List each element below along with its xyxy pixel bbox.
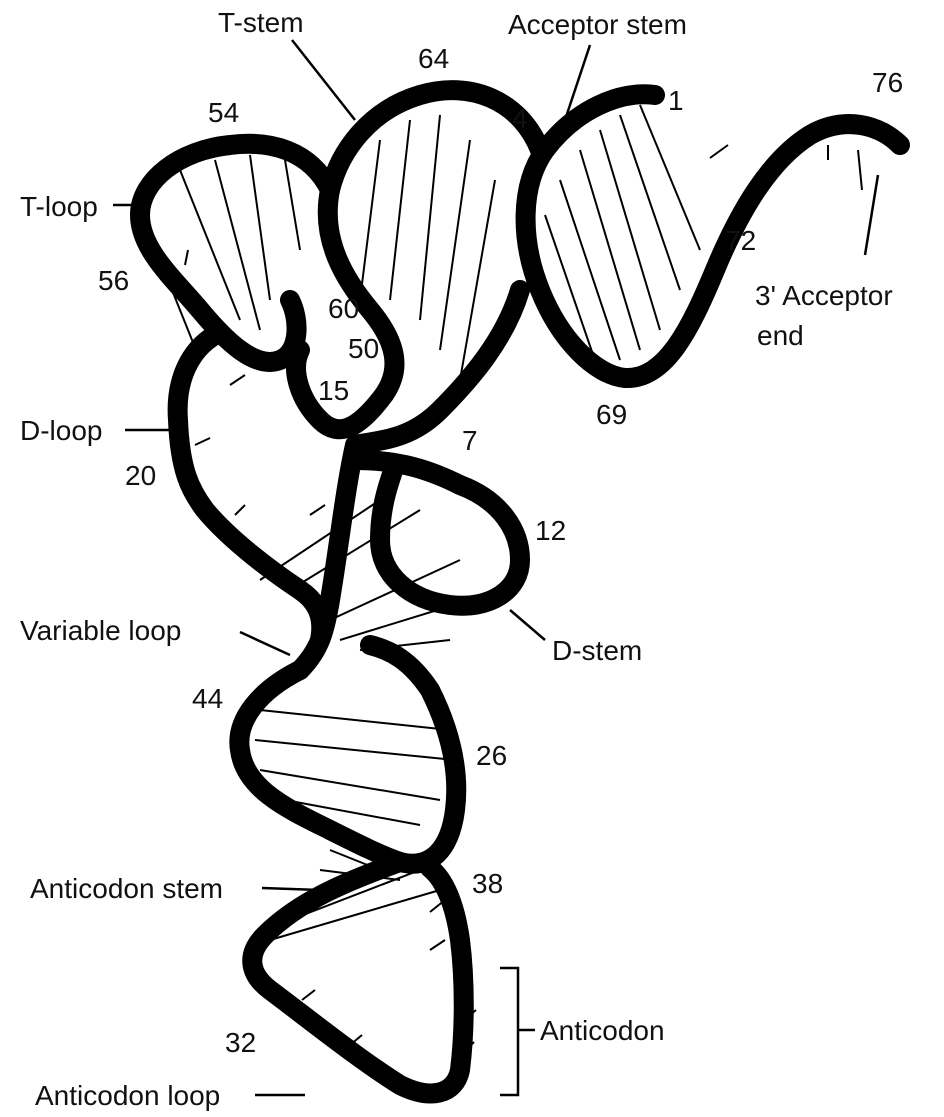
num-4: 4 bbox=[512, 103, 528, 134]
label-t-stem: T-stem bbox=[218, 7, 304, 38]
num-32: 32 bbox=[225, 1027, 256, 1058]
d-stem-strand bbox=[355, 460, 520, 606]
num-1: 1 bbox=[668, 85, 684, 116]
acceptor-stem-strand bbox=[526, 94, 900, 378]
leader-lines bbox=[113, 40, 878, 1095]
nucleotide-numbers: 1 4 7 12 15 20 26 32 38 44 50 54 56 60 6… bbox=[98, 43, 903, 1058]
label-anticodon-stem: Anticodon stem bbox=[30, 873, 223, 904]
num-7: 7 bbox=[462, 425, 478, 456]
label-anticodon-loop: Anticodon loop bbox=[35, 1080, 220, 1111]
label-anticodon: Anticodon bbox=[540, 1015, 665, 1046]
label-t-loop: T-loop bbox=[20, 191, 98, 222]
num-76: 76 bbox=[872, 67, 903, 98]
num-56: 56 bbox=[98, 265, 129, 296]
anticodon-stem-strand bbox=[239, 645, 456, 864]
label-acceptor-stem: Acceptor stem bbox=[508, 9, 687, 40]
num-54: 54 bbox=[208, 97, 239, 128]
base-pair-rungs bbox=[160, 105, 700, 940]
backbone-strands bbox=[140, 90, 900, 1093]
t-stem-leader bbox=[292, 40, 355, 120]
num-26: 26 bbox=[476, 740, 507, 771]
num-20: 20 bbox=[125, 460, 156, 491]
num-69: 69 bbox=[596, 399, 627, 430]
t-loop-strand bbox=[140, 144, 330, 362]
anticodon-bracket bbox=[500, 968, 535, 1095]
num-60: 60 bbox=[328, 293, 359, 324]
num-12: 12 bbox=[535, 515, 566, 546]
num-44: 44 bbox=[192, 683, 223, 714]
num-15: 15 bbox=[318, 375, 349, 406]
label-acceptor-end: 3' Acceptor bbox=[755, 280, 893, 311]
label-acceptor-end-2: end bbox=[757, 320, 804, 351]
label-variable-loop: Variable loop bbox=[20, 615, 181, 646]
label-d-stem: D-stem bbox=[552, 635, 642, 666]
anticodon-stem-leader bbox=[262, 888, 320, 890]
variable-loop-leader bbox=[240, 632, 290, 655]
d-stem-leader bbox=[510, 610, 545, 640]
acceptor-end-leader bbox=[865, 175, 878, 255]
num-64: 64 bbox=[418, 43, 449, 74]
num-72: 72 bbox=[725, 225, 756, 256]
central-strand bbox=[300, 290, 520, 670]
label-d-loop: D-loop bbox=[20, 415, 102, 446]
num-50: 50 bbox=[348, 333, 379, 364]
num-38: 38 bbox=[472, 868, 503, 899]
anticodon-loop-strand bbox=[252, 862, 463, 1093]
